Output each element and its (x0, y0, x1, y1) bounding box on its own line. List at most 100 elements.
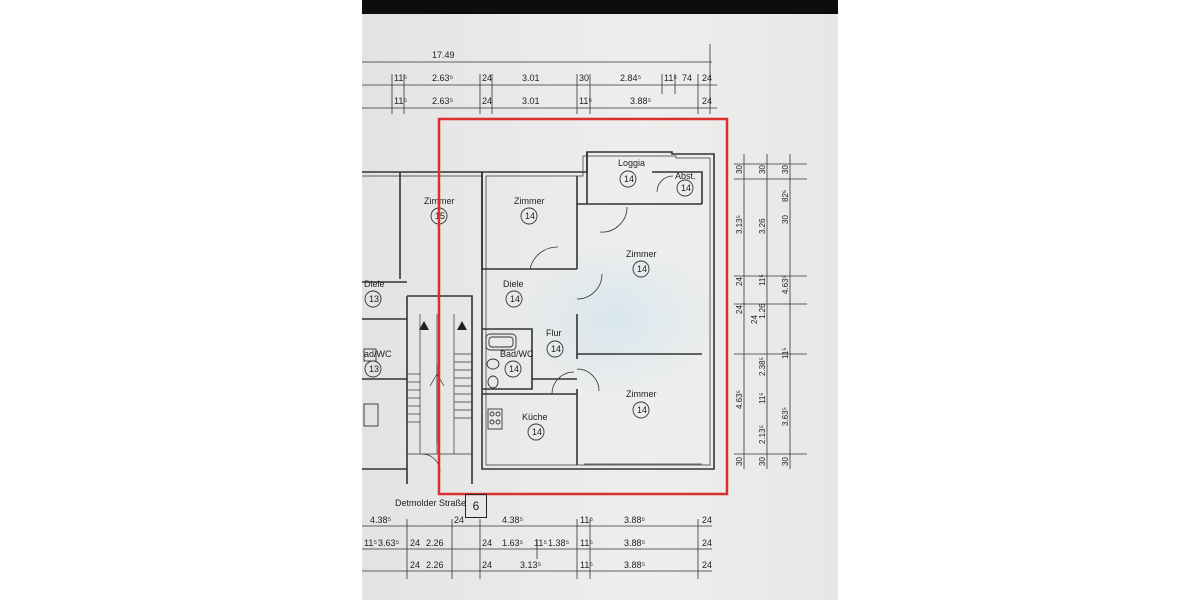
dim-text: 3.88⁵ (624, 538, 646, 548)
dim-text: 11⁵ (580, 515, 593, 525)
right-dim-col2: 30 3.26 11⁵ 1.26 24 2.38⁵ 11⁵ 2.13⁵ 30 (750, 165, 767, 466)
bottom-dim-row2: 11⁵ 3.63⁵ 24 2.26 24 1.63⁵ 11⁵ 1.38⁵ 11⁵… (364, 538, 712, 548)
dim-text: 30 (735, 165, 744, 174)
room-number-kueche: 14 (532, 427, 542, 437)
dim-text: 1.38⁵ (548, 538, 570, 548)
top-dim-row1: 11⁵ 2.63⁵ 24 3.01 30 2.84⁵ 11⁵ 74 24 (394, 73, 712, 83)
dim-text: 30 (758, 457, 767, 466)
dim-text: 11⁵ (781, 347, 790, 359)
dim-text: 24 (735, 305, 744, 314)
room-label-loggia: Loggia (618, 158, 645, 168)
walls (362, 151, 715, 484)
dim-text: 24 (410, 560, 420, 570)
dim-text: 30 (781, 215, 790, 224)
photo-of-screen: 17.49 11⁵ 2.63⁵ 24 3.01 30 2.84⁵ 11⁵ 74 … (362, 0, 838, 600)
highlight-rectangle (437, 117, 729, 496)
stairs (407, 314, 472, 473)
room-label-flur: Flur (546, 328, 562, 338)
dim-text: 11⁵ (664, 73, 677, 83)
room-label-zimmer-top: Zimmer (514, 196, 545, 206)
dim-text: 4.63⁵ (735, 390, 744, 409)
room-number-flur: 14 (551, 344, 561, 354)
dim-text: 24 (454, 515, 464, 525)
room-label-zimmer-right-lower: Zimmer (626, 389, 657, 399)
dim-text: 4.38⁵ (370, 515, 392, 525)
room-number-bad-wc-left: 13 (369, 364, 379, 374)
top-dimension-lines (362, 44, 717, 114)
dim-text: 30 (781, 457, 790, 466)
right-dim-col3: 30 82⁵ 30 4.63⁵ 11⁵ 3.63⁵ 30 (781, 165, 790, 466)
door-swings (529, 175, 674, 395)
dim-text: 24 (482, 73, 492, 83)
dim-text: 24 (702, 560, 712, 570)
bottom-dim-row3: 24 2.26 24 3.13⁵ 11⁵ 3.88⁵ 24 (410, 560, 712, 570)
room-number-bad-wc: 14 (509, 364, 519, 374)
right-dimension-lines (734, 154, 807, 469)
room-label-zimmer-right-upper: Zimmer (626, 249, 657, 259)
dim-text: 24 (702, 96, 712, 106)
dim-text: 3.13⁵ (520, 560, 542, 570)
street-label: Detmolder Straße (395, 498, 467, 508)
dim-text: 11⁵ (758, 392, 767, 404)
dim-text: 74 (682, 73, 692, 83)
dim-text: 2.63⁵ (432, 96, 454, 106)
dim-text: 24 (410, 538, 420, 548)
right-dim-col1: 30 3.13⁵ 24 24 4.63⁵ 30 (735, 165, 744, 466)
dim-text: 2.38⁵ (758, 357, 767, 376)
dim-text: 3.88⁵ (624, 515, 646, 525)
floor-plan-drawing: 17.49 11⁵ 2.63⁵ 24 3.01 30 2.84⁵ 11⁵ 74 … (362, 44, 807, 579)
dim-text: 24 (702, 73, 712, 83)
dim-text: 2.84⁵ (620, 73, 642, 83)
dim-text: 30 (579, 73, 589, 83)
dim-text: 3.63⁵ (378, 538, 400, 548)
room-number-diele: 14 (510, 294, 520, 304)
room-label-abst: Abst. (675, 171, 696, 181)
dim-text: 11⁵ (579, 96, 592, 106)
room-number-zimmer-right-lower: 14 (637, 405, 647, 415)
room-number-loggia: 14 (624, 174, 634, 184)
dim-text: 3.01 (522, 73, 540, 83)
dim-text: 2.26 (426, 538, 444, 548)
room-circles (364, 170, 694, 441)
dim-text: 11⁵ (394, 73, 407, 83)
room-label-diele: Diele (503, 279, 524, 289)
floor-plan-sheet: 17.49 11⁵ 2.63⁵ 24 3.01 30 2.84⁵ 11⁵ 74 … (362, 14, 838, 600)
dim-text: 24 (735, 277, 744, 286)
dim-text: 30 (758, 165, 767, 174)
dim-text: 3.01 (522, 96, 540, 106)
dim-text: 3.88⁵ (624, 560, 646, 570)
house-number: 6 (465, 494, 487, 518)
dim-text: 11⁵ (580, 538, 593, 548)
room-number-zimmer-right-upper: 14 (637, 264, 647, 274)
room-label-diele-left: Diele (364, 279, 385, 289)
dim-text: 2.13⁵ (758, 425, 767, 444)
dim-text: 2.63⁵ (432, 73, 454, 83)
dim-text: 11⁵ (364, 538, 377, 548)
dim-text: 3.88⁵ (630, 96, 652, 106)
dim-text: 24 (482, 96, 492, 106)
dim-text: 11⁵ (580, 560, 593, 570)
dim-text: 11⁵ (394, 96, 407, 106)
dim-text: 30 (735, 457, 744, 466)
room-number-diele-left: 13 (369, 294, 379, 304)
dim-text: 24 (702, 515, 712, 525)
dim-text: 30 (781, 165, 790, 174)
top-dim-row2: 11⁵ 2.63⁵ 24 3.01 11⁵ 3.88⁵ 24 (394, 96, 712, 106)
dim-text: 4.63⁵ (781, 275, 790, 294)
dim-text: 1.26 (758, 303, 767, 319)
dim-text: 1.63⁵ (502, 538, 524, 548)
dim-text: 24 (750, 315, 759, 324)
dim-text: 3.26 (758, 218, 767, 234)
room-label-kueche: Küche (522, 412, 548, 422)
dim-text: 82⁵ (781, 190, 790, 202)
stair-arrows (419, 321, 467, 330)
dim-overall: 17.49 (432, 50, 455, 60)
dim-text: 11⁵ (758, 274, 767, 286)
dim-text: 24 (482, 560, 492, 570)
room-number-abst: 14 (681, 183, 691, 193)
dim-text: 24 (702, 538, 712, 548)
dim-text: 2.26 (426, 560, 444, 570)
room-label-bad-wc-left: ad/WC (364, 349, 392, 359)
dim-text: 4.38⁵ (502, 515, 524, 525)
dim-text: 3.63⁵ (781, 407, 790, 426)
